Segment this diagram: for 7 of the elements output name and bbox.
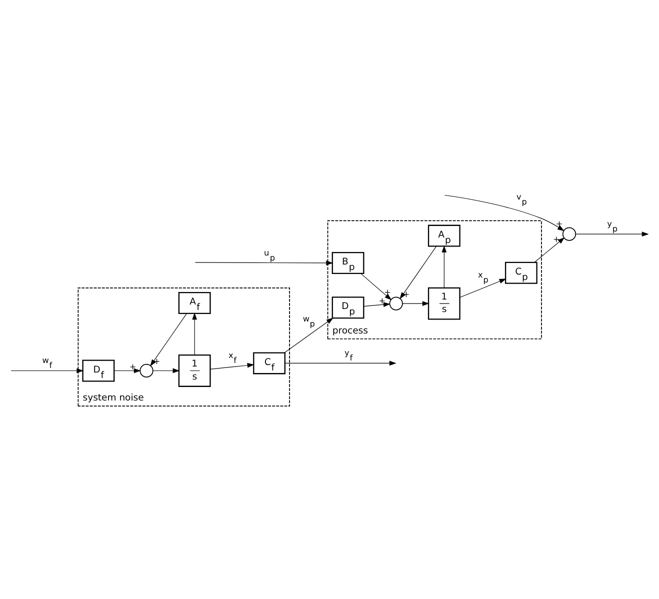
label: + [378,296,386,306]
label: + [153,356,160,366]
label: + [384,286,391,297]
label: + [552,234,560,244]
label: + [129,362,136,372]
label: + [402,288,410,299]
label: + [556,218,563,228]
